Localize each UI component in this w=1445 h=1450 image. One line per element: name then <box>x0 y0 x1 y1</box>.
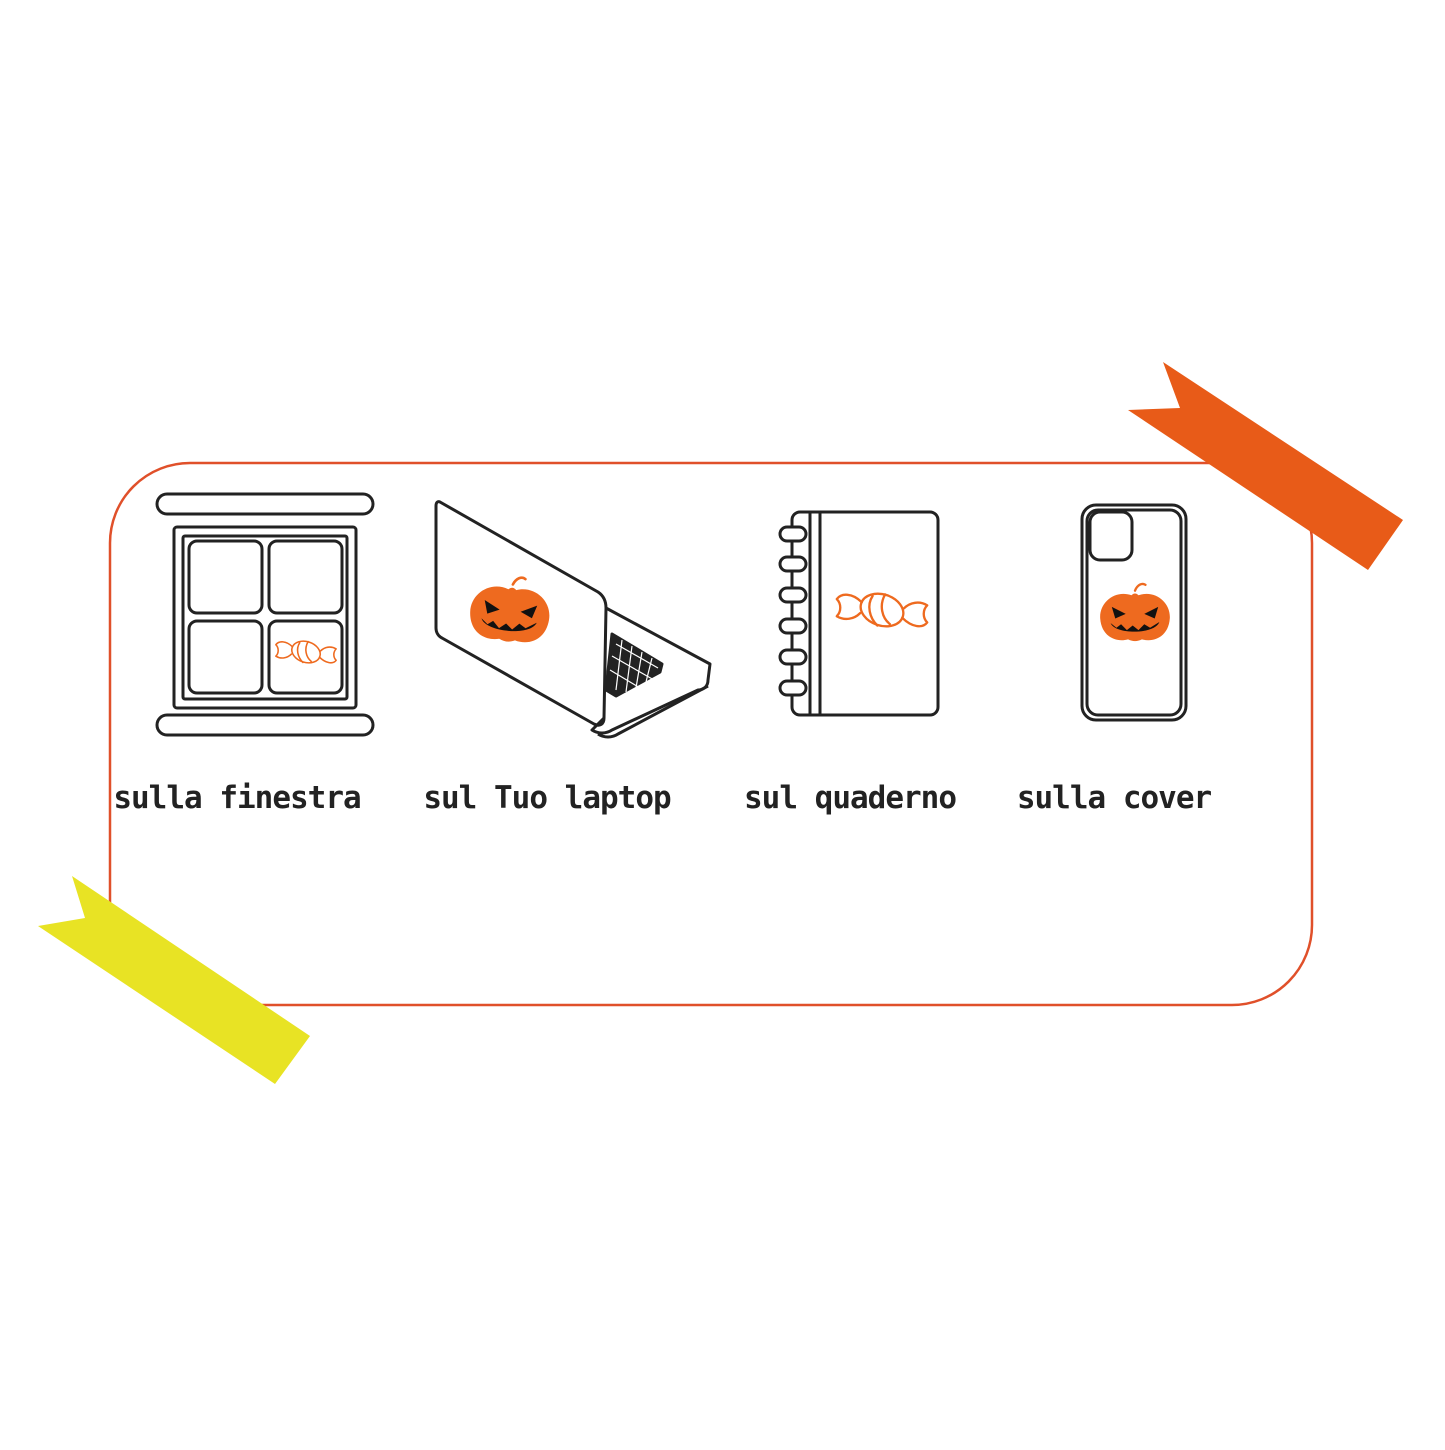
candy-icon <box>275 636 337 668</box>
notebook-icon <box>778 510 940 717</box>
candy-icon <box>835 587 929 633</box>
pumpkin-icon <box>1098 582 1172 643</box>
laptop-keyboard <box>609 639 659 693</box>
window-icon <box>155 492 375 737</box>
label-laptop: sul Tuo laptop <box>423 780 671 816</box>
label-phone-cover: sulla cover <box>1016 780 1212 816</box>
rounded-frame <box>108 461 1314 1007</box>
yellow-ribbon-icon <box>38 876 310 1084</box>
phone-icon <box>1080 503 1188 722</box>
label-window: sulla finestra <box>113 780 361 816</box>
orange-ribbon-icon <box>1128 362 1403 570</box>
label-notebook: sul quaderno <box>744 780 957 816</box>
